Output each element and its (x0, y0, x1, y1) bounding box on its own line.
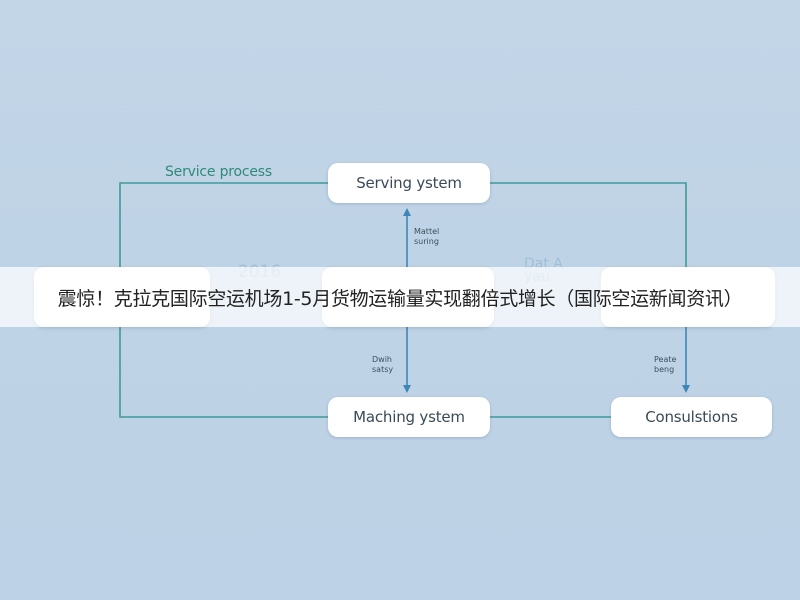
edge-label-right-to-consultations: Peate beng (654, 355, 677, 374)
news-title-banner: 震惊！克拉克国际空运机场1-5月货物运输量实现翻倍式增长（国际空运新闻资讯） (0, 267, 800, 327)
news-title: 震惊！克拉克国际空运机场1-5月货物运输量实现翻倍式增长（国际空运新闻资讯） (57, 287, 743, 310)
node-serving-system-label: Serving ystem (356, 174, 462, 192)
node-matching-system-label: Maching ystem (353, 408, 465, 426)
edge-label-center-to-matching: Dwih satsy (372, 355, 394, 374)
edge-label-matching-to-serving: Mattel suring (414, 227, 440, 246)
node-serving-system: Serving ystem (328, 163, 490, 203)
node-matching-system: Maching ystem (328, 397, 490, 437)
diagram-title: Service process (165, 164, 272, 180)
node-consultations-label: Consulstions (645, 408, 738, 426)
top-right-line (490, 182, 687, 267)
node-consultations: Consulstions (611, 397, 772, 437)
